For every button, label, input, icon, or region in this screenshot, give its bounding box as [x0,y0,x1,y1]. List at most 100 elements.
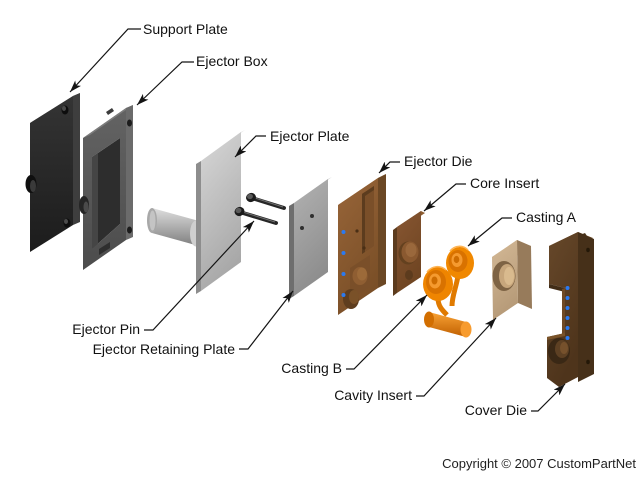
label-cover-die: Cover Die [465,402,527,418]
leader-ejector-retaining-plate [239,290,294,350]
label-casting-a: Casting A [516,209,577,225]
sprue-groove-inner [349,290,359,304]
pin-shaft-highlight [254,197,284,208]
cooling-dot [565,326,570,330]
pin-hole [355,229,359,233]
biscuit-left-cap [424,311,434,328]
label-ejector-box: Ejector Box [196,53,268,69]
leader-lines [69,28,566,412]
core-boss-top [405,243,417,257]
notch-wall-highlight [562,288,565,334]
leader-ejector-die [378,161,400,174]
cooling-dot [565,286,570,290]
label-ejector-die: Ejector Die [404,153,473,169]
edge-face [196,161,201,294]
label-core-insert: Core Insert [470,175,539,191]
label-support-plate: Support Plate [143,21,228,37]
ejector-die-part [338,174,386,315]
leader-cover-die [531,383,566,412]
screw-hole [586,247,590,253]
front-face [30,96,73,252]
rod-body [152,208,199,246]
cooling-dot [565,296,570,300]
pin-head-top [235,207,242,214]
pin-hole [310,214,314,218]
pin-shaft [253,197,286,210]
slot-top-shadow [362,186,374,198]
top-notch [106,108,114,115]
edge-face [393,227,397,296]
pin-shaft [241,211,278,225]
bottom-notch [99,242,110,255]
screw-hole [127,119,132,127]
screw-hole [586,359,590,365]
side-face [73,93,80,225]
cover-die-part [547,232,594,387]
cavity-inner-wall [92,153,98,249]
biscuit-right-cap [460,321,472,338]
casting-b-cup [423,265,453,301]
casting-part [423,245,474,338]
core-insert-part [393,211,425,296]
copyright-text: Copyright © 2007 CustomPartNet [442,456,636,471]
side-face [517,240,532,309]
cavity-interior [92,138,120,249]
edge-notch-inner [83,201,89,213]
cooling-dot [565,336,570,340]
pin-head-top [247,193,253,200]
rod-left-cap-highlight [149,210,156,231]
notch-bottom-edge [547,333,565,340]
leader-casting-a [467,217,512,247]
runner-a [449,275,461,307]
pin-hole [300,226,304,230]
sprue-groove-highlight [560,342,568,354]
side-face [378,174,386,288]
cup-highlight [426,265,447,273]
screw-hole [127,226,132,234]
screw-hole-highlight [62,106,66,111]
ejector-pins-part [234,192,286,225]
part-labels: Support Plate Ejector Box Ejector Plate … [72,21,576,418]
cup-center [431,276,438,285]
cooling-line-dots [565,286,570,340]
ejector-plate-part [196,130,245,294]
leader-support-plate [69,28,141,93]
support-plate-part [25,93,80,252]
pin-hole [362,246,366,250]
cavity-insert-part [492,240,532,320]
label-cavity-insert: Cavity Insert [334,387,412,403]
front-face [294,179,328,296]
cooling-dot [341,251,346,255]
cooling-dot [341,230,346,234]
pin-shaft-highlight [242,211,276,223]
leader-ejector-pin [144,220,255,331]
cup-center [453,255,460,264]
recess-boss-top [357,267,367,281]
label-ejector-pin: Ejector Pin [72,321,140,337]
leader-ejector-box [136,61,194,106]
notch-top-shadow [549,284,565,292]
casting-a-cup [446,245,474,279]
screw-hole-highlight [64,219,68,224]
label-ejector-plate: Ejector Plate [270,128,350,144]
bottom-notch [405,270,413,280]
slot-shadow [362,192,365,254]
front-face [201,132,241,291]
cooling-dot [341,272,346,276]
leader-ejector-plate [234,135,266,158]
leader-cavity-insert [416,317,497,397]
edge-notch-inner [30,180,36,192]
side-face [126,105,133,240]
edge-face [289,203,294,299]
side-face [578,232,594,382]
cooling-dot [341,293,346,297]
leader-core-insert [423,183,466,212]
front-frame-face [83,108,126,270]
biscuit-cylinder [429,312,466,337]
top-face [83,105,133,138]
leader-casting-b [346,294,428,370]
cavity-sphere-highlight [504,267,514,285]
ejector-retaining-plate-part [289,177,332,299]
